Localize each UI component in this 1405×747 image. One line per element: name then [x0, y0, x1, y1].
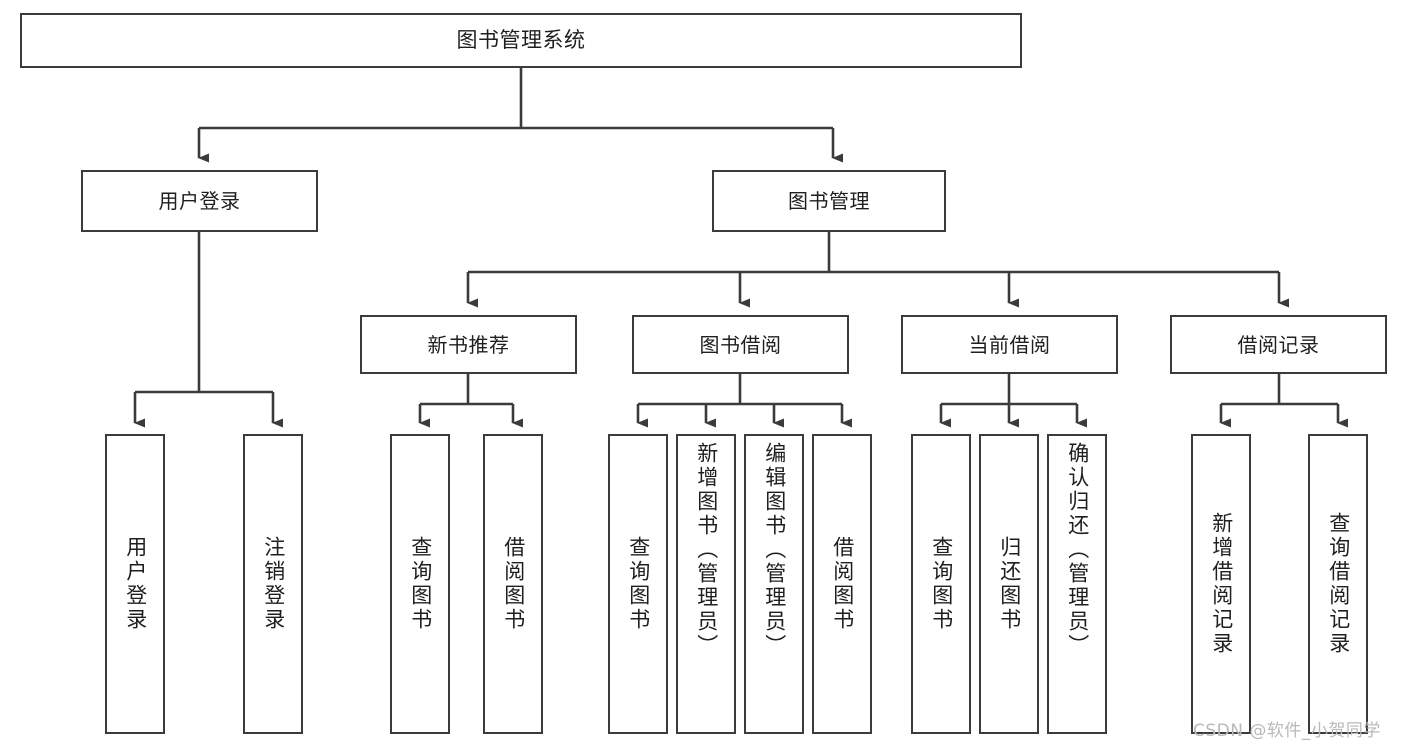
node-label: 借阅图书 — [501, 536, 526, 632]
node-label: 新增借阅记录 — [1209, 512, 1234, 656]
node-label: 归还图书 — [997, 536, 1022, 632]
node-label: 图书借阅 — [699, 332, 782, 357]
leaf-query-book-rec[interactable]: 查询图书 — [390, 434, 450, 734]
leaf-user-logout[interactable]: 注销登录 — [243, 434, 303, 734]
node-label: 用户登录 — [123, 536, 148, 632]
leaf-query-book-current[interactable]: 查询图书 — [911, 434, 971, 734]
node-label: 新书推荐 — [427, 332, 510, 357]
node-label: 用户登录 — [158, 189, 241, 213]
node-book-management[interactable]: 图书管理 — [712, 170, 946, 232]
node-label: 查询图书 — [929, 536, 954, 632]
node-borrow-record[interactable]: 借阅记录 — [1170, 315, 1387, 374]
node-label: 借阅记录 — [1237, 332, 1320, 357]
node-label: 注销登录 — [261, 536, 286, 632]
node-label: 图书管理 — [788, 189, 870, 213]
leaf-add-borrow-record[interactable]: 新增借阅记录 — [1191, 434, 1251, 734]
node-label: 确认归还（管理员） — [1065, 442, 1090, 658]
leaf-edit-book-admin[interactable]: 编辑图书（管理员） — [744, 434, 804, 734]
leaf-add-book-admin[interactable]: 新增图书（管理员） — [676, 434, 736, 734]
node-book-borrow[interactable]: 图书借阅 — [632, 315, 849, 374]
node-root-system[interactable]: 图书管理系统 — [20, 13, 1022, 68]
node-label: 查询借阅记录 — [1326, 512, 1351, 656]
node-new-book-recommend[interactable]: 新书推荐 — [360, 315, 577, 374]
node-label: 借阅图书 — [830, 536, 855, 632]
leaf-return-book[interactable]: 归还图书 — [979, 434, 1039, 734]
node-label: 当前借阅 — [968, 332, 1051, 357]
leaf-borrow-book[interactable]: 借阅图书 — [812, 434, 872, 734]
node-label: 图书管理系统 — [456, 27, 586, 52]
leaf-borrow-book-rec[interactable]: 借阅图书 — [483, 434, 543, 734]
node-user-login[interactable]: 用户登录 — [81, 170, 318, 232]
watermark-text: CSDN @软件_小贺同学 — [1193, 721, 1381, 741]
node-label: 新增图书（管理员） — [694, 442, 719, 658]
leaf-query-borrow-record[interactable]: 查询借阅记录 — [1308, 434, 1368, 734]
leaf-query-book[interactable]: 查询图书 — [608, 434, 668, 734]
node-current-borrow[interactable]: 当前借阅 — [901, 315, 1118, 374]
leaf-user-login[interactable]: 用户登录 — [105, 434, 165, 734]
node-label: 查询图书 — [408, 536, 433, 632]
leaf-confirm-return-admin[interactable]: 确认归还（管理员） — [1047, 434, 1107, 734]
node-label: 查询图书 — [626, 536, 651, 632]
node-label: 编辑图书（管理员） — [762, 442, 787, 658]
